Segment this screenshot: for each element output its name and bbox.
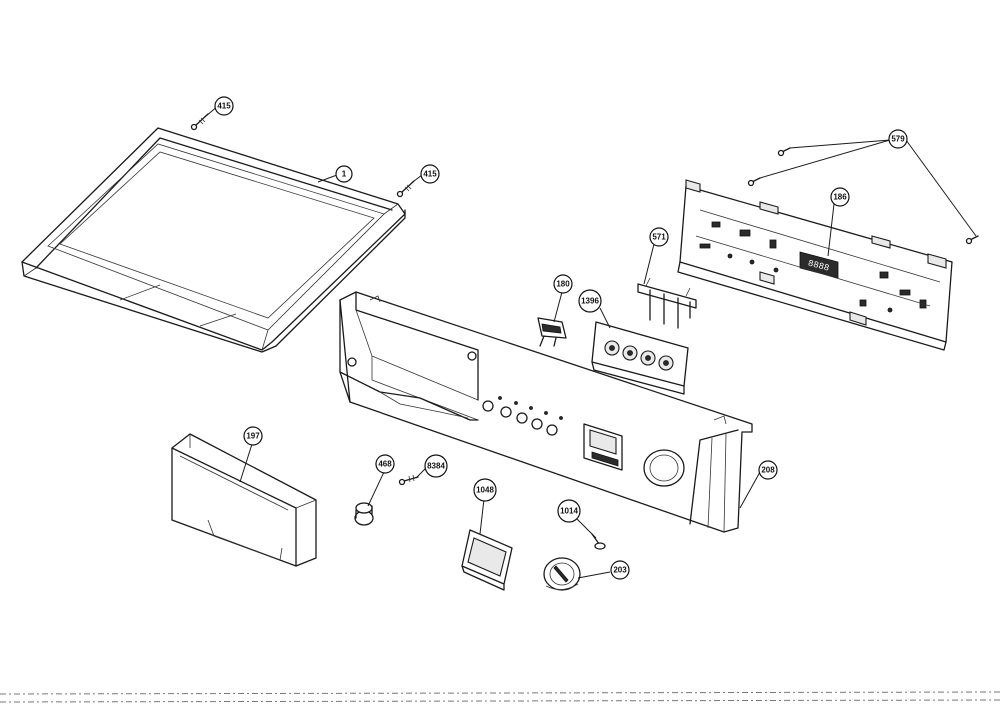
- button-carrier-part: [591, 321, 689, 395]
- callout-208: 208: [758, 460, 778, 480]
- callout-197: 197: [243, 426, 263, 446]
- lid-part: [21, 127, 406, 353]
- board-screws: [747, 147, 979, 245]
- callout-label: 1: [342, 170, 347, 179]
- callout-label: 180: [556, 280, 570, 289]
- callout-186: 186: [830, 187, 850, 207]
- callout-8384: 8384: [424, 454, 448, 478]
- callout-label: 8384: [427, 462, 445, 471]
- callout-180: 180: [553, 274, 573, 294]
- callout-label: 1014: [560, 507, 578, 516]
- program-dial-part: [543, 557, 581, 591]
- callout-203: 203: [610, 560, 630, 580]
- callout-415-b: 415: [420, 164, 440, 184]
- callout-468: 468: [375, 454, 395, 474]
- callout-label: 415: [217, 102, 231, 111]
- display-frame-part: [461, 529, 513, 591]
- callout-579: 579: [888, 129, 908, 149]
- small-knob-part: [354, 502, 374, 526]
- switch-part: [537, 317, 567, 347]
- electronic-board-part: 8888: [677, 179, 953, 351]
- callout-label: 1396: [581, 297, 599, 306]
- lid-screw-right: [396, 180, 415, 198]
- lid-screw-left: [190, 113, 209, 131]
- callout-571: 571: [649, 227, 669, 247]
- callout-1048: 1048: [473, 478, 497, 502]
- callout-label: 468: [378, 460, 392, 469]
- callout-1: 1: [335, 165, 353, 183]
- callout-1396: 1396: [578, 289, 602, 313]
- callout-label: 579: [891, 135, 905, 144]
- leader-lines: [205, 105, 977, 579]
- callout-label: 186: [833, 193, 847, 202]
- screw-8384-part: [398, 474, 419, 486]
- callout-1014: 1014: [557, 499, 581, 523]
- control-panel-part: [339, 291, 753, 533]
- callout-label: 415: [423, 170, 437, 179]
- callout-label: 203: [613, 566, 627, 575]
- callout-415-a: 415: [214, 96, 234, 116]
- callout-label: 197: [246, 432, 260, 441]
- callout-label: 571: [652, 233, 666, 242]
- callout-label: 208: [761, 466, 775, 475]
- bracket-part: [637, 277, 697, 329]
- callout-label: 1048: [476, 486, 494, 495]
- drawer-handle-part: [171, 433, 317, 567]
- scan-border: [0, 691, 1000, 703]
